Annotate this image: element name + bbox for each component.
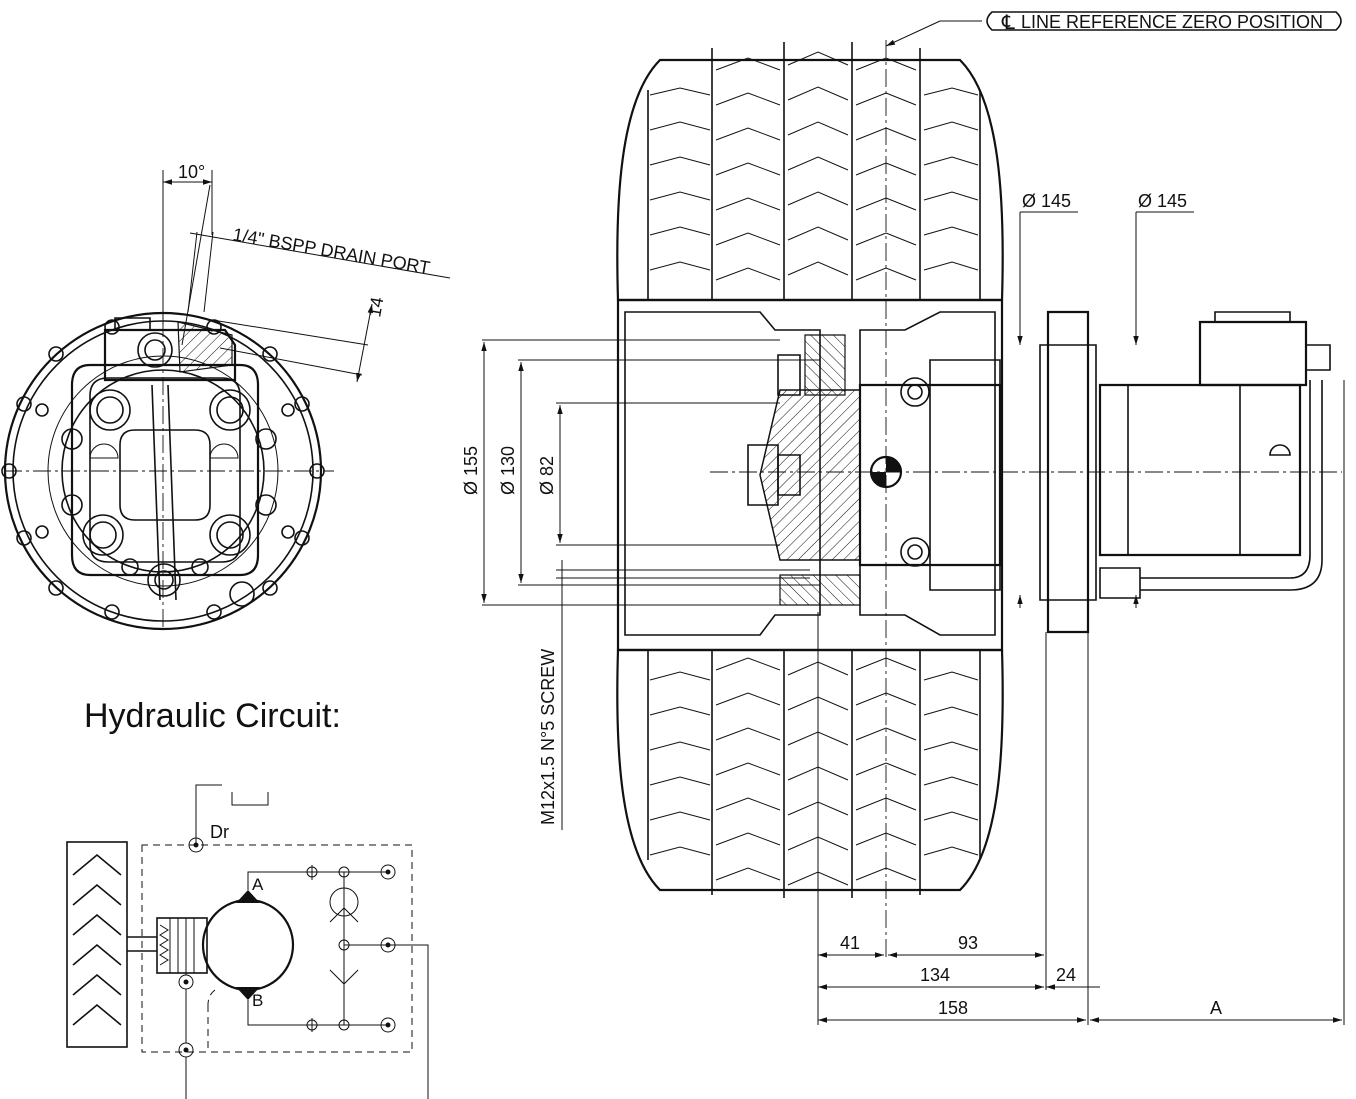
dim-41-label: 41 [840, 933, 860, 953]
dia-145-left-label: Ø 145 [1022, 191, 1071, 211]
dia-82-label: Ø 82 [537, 456, 557, 495]
dim-24-label: 24 [1056, 965, 1076, 985]
angle-10-label: 10° [178, 162, 205, 182]
dim-93-label: 93 [958, 933, 978, 953]
hydraulic-circuit-title: Hydraulic Circuit: [84, 697, 341, 735]
dia-145-dims [1017, 211, 1194, 608]
dim-a-label: A [1210, 998, 1222, 1018]
motor-bolts [61, 389, 277, 607]
dim-14-label: 14 [364, 295, 387, 318]
length-dims [817, 380, 1345, 1025]
wheel-section-view: Ø 155 Ø 130 Ø 82 M12x1.5 N°5 SCREW Ø 145… [461, 40, 1345, 1025]
dia-145-right-label: Ø 145 [1138, 191, 1187, 211]
dia-155-label: Ø 155 [461, 446, 481, 495]
hydraulic-ports [178, 864, 396, 1058]
diameter-dims [481, 339, 820, 830]
port-a-label: A [252, 875, 264, 894]
dim-134-label: 134 [920, 965, 950, 985]
drain-port-label: 1/4" BSPP DRAIN PORT [231, 224, 431, 278]
screw-label: M12x1.5 N°5 SCREW [538, 649, 558, 825]
motor-front-view: 10° 1/4" BSPP DRAIN PORT 14 [1, 162, 451, 631]
zero-position-label: LINE REFERENCE ZERO POSITION [1021, 12, 1323, 32]
centerline-symbol: ℄ [1001, 12, 1015, 34]
port-b-label: B [252, 991, 263, 1010]
zero-position-callout: ℄ LINE REFERENCE ZERO POSITION [885, 11, 1342, 47]
dim-158-label: 158 [938, 998, 968, 1018]
drain-label: Dr [210, 822, 229, 842]
hydraulic-schematic: Dr A B [66, 784, 429, 1099]
dia-130-label: Ø 130 [498, 446, 518, 495]
